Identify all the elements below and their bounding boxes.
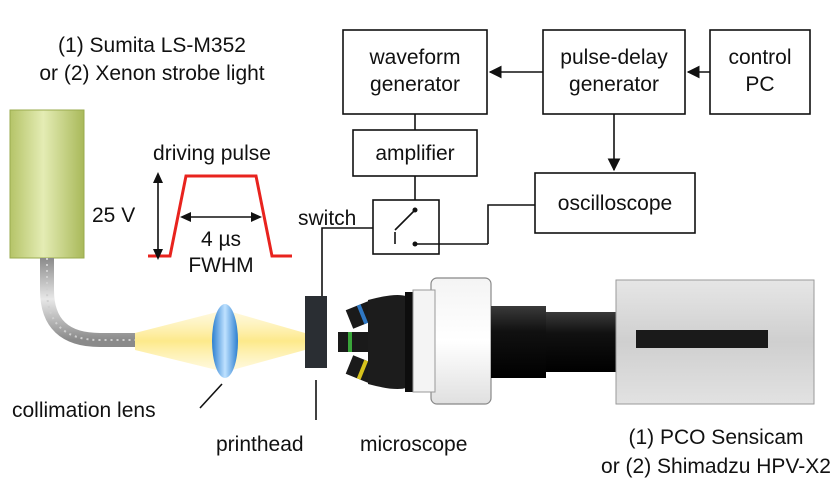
collimation-lens-label: collimation lens xyxy=(12,399,156,422)
collimation-lens-leader xyxy=(199,383,223,409)
oscilloscope-label: oscilloscope xyxy=(558,192,672,215)
pulse-delay-generator-label-2: generator xyxy=(569,73,659,96)
pulse-width-label: 4 µs xyxy=(201,228,241,251)
light-source-lamp xyxy=(9,109,85,259)
oscilloscope-box xyxy=(534,172,696,234)
amplifier-label: amplifier xyxy=(375,142,454,165)
amplifier-box xyxy=(352,129,478,177)
waveform-generator-box xyxy=(342,29,488,115)
waveform-generator-label-2: generator xyxy=(370,73,460,96)
microscope-label: microscope xyxy=(360,433,467,456)
waveform-generator-label-1: waveform xyxy=(368,46,460,69)
collimation-lens xyxy=(212,304,238,378)
control-pc-label-1: control xyxy=(728,46,791,69)
pulse-amplitude-label: 25 V xyxy=(92,204,135,227)
driving-pulse-waveform xyxy=(148,174,292,258)
pulse-fwhm-label: FWHM xyxy=(188,254,253,277)
camera-label-line1: (1) PCO Sensicam xyxy=(628,426,803,449)
light-source-label-line1: (1) Sumita LS-M352 xyxy=(58,34,246,57)
switch-label: switch xyxy=(298,207,356,230)
switch-to-printhead-wire xyxy=(321,227,373,296)
microscope xyxy=(338,277,616,405)
light-source-label-line2: or (2) Xenon strobe light xyxy=(39,62,264,85)
printhead-label: printhead xyxy=(216,433,304,456)
control-pc-label-2: PC xyxy=(745,73,774,96)
pulse-delay-generator-label-1: pulse-delay xyxy=(560,46,668,69)
control-pc-box xyxy=(709,29,811,115)
switch-box xyxy=(372,199,440,255)
camera-slot xyxy=(636,330,768,348)
camera-label-line2: or (2) Shimadzu HPV-X2 xyxy=(601,455,830,478)
switch-to-oscilloscope-wire xyxy=(487,204,535,244)
driving-pulse-title: driving pulse xyxy=(153,142,271,165)
pulse-delay-generator-box xyxy=(542,29,686,115)
printhead xyxy=(305,296,327,368)
